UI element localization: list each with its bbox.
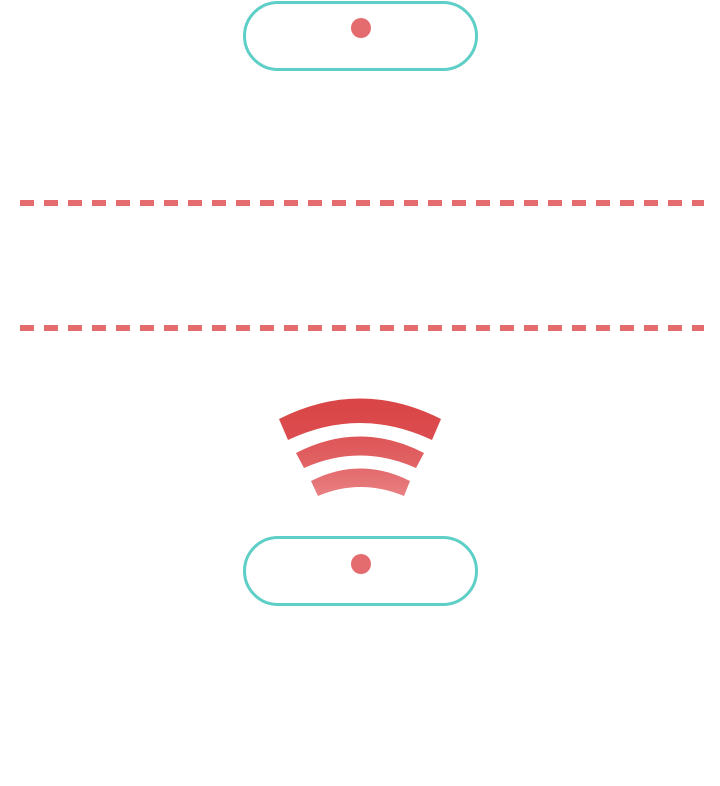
bottom-pill-indicator-dot: [350, 554, 371, 574]
lower-dashed-divider: [20, 325, 704, 331]
top-pill-indicator-dot: [350, 18, 371, 38]
signal-arc-inner: [311, 468, 410, 496]
top-pill-button[interactable]: [243, 1, 478, 71]
bottom-pill-button[interactable]: [243, 536, 478, 606]
upper-dashed-divider: [20, 200, 704, 206]
signal-icon: [279, 398, 441, 496]
signal-arc-outer: [279, 398, 441, 440]
signal-arc-middle: [296, 436, 424, 468]
